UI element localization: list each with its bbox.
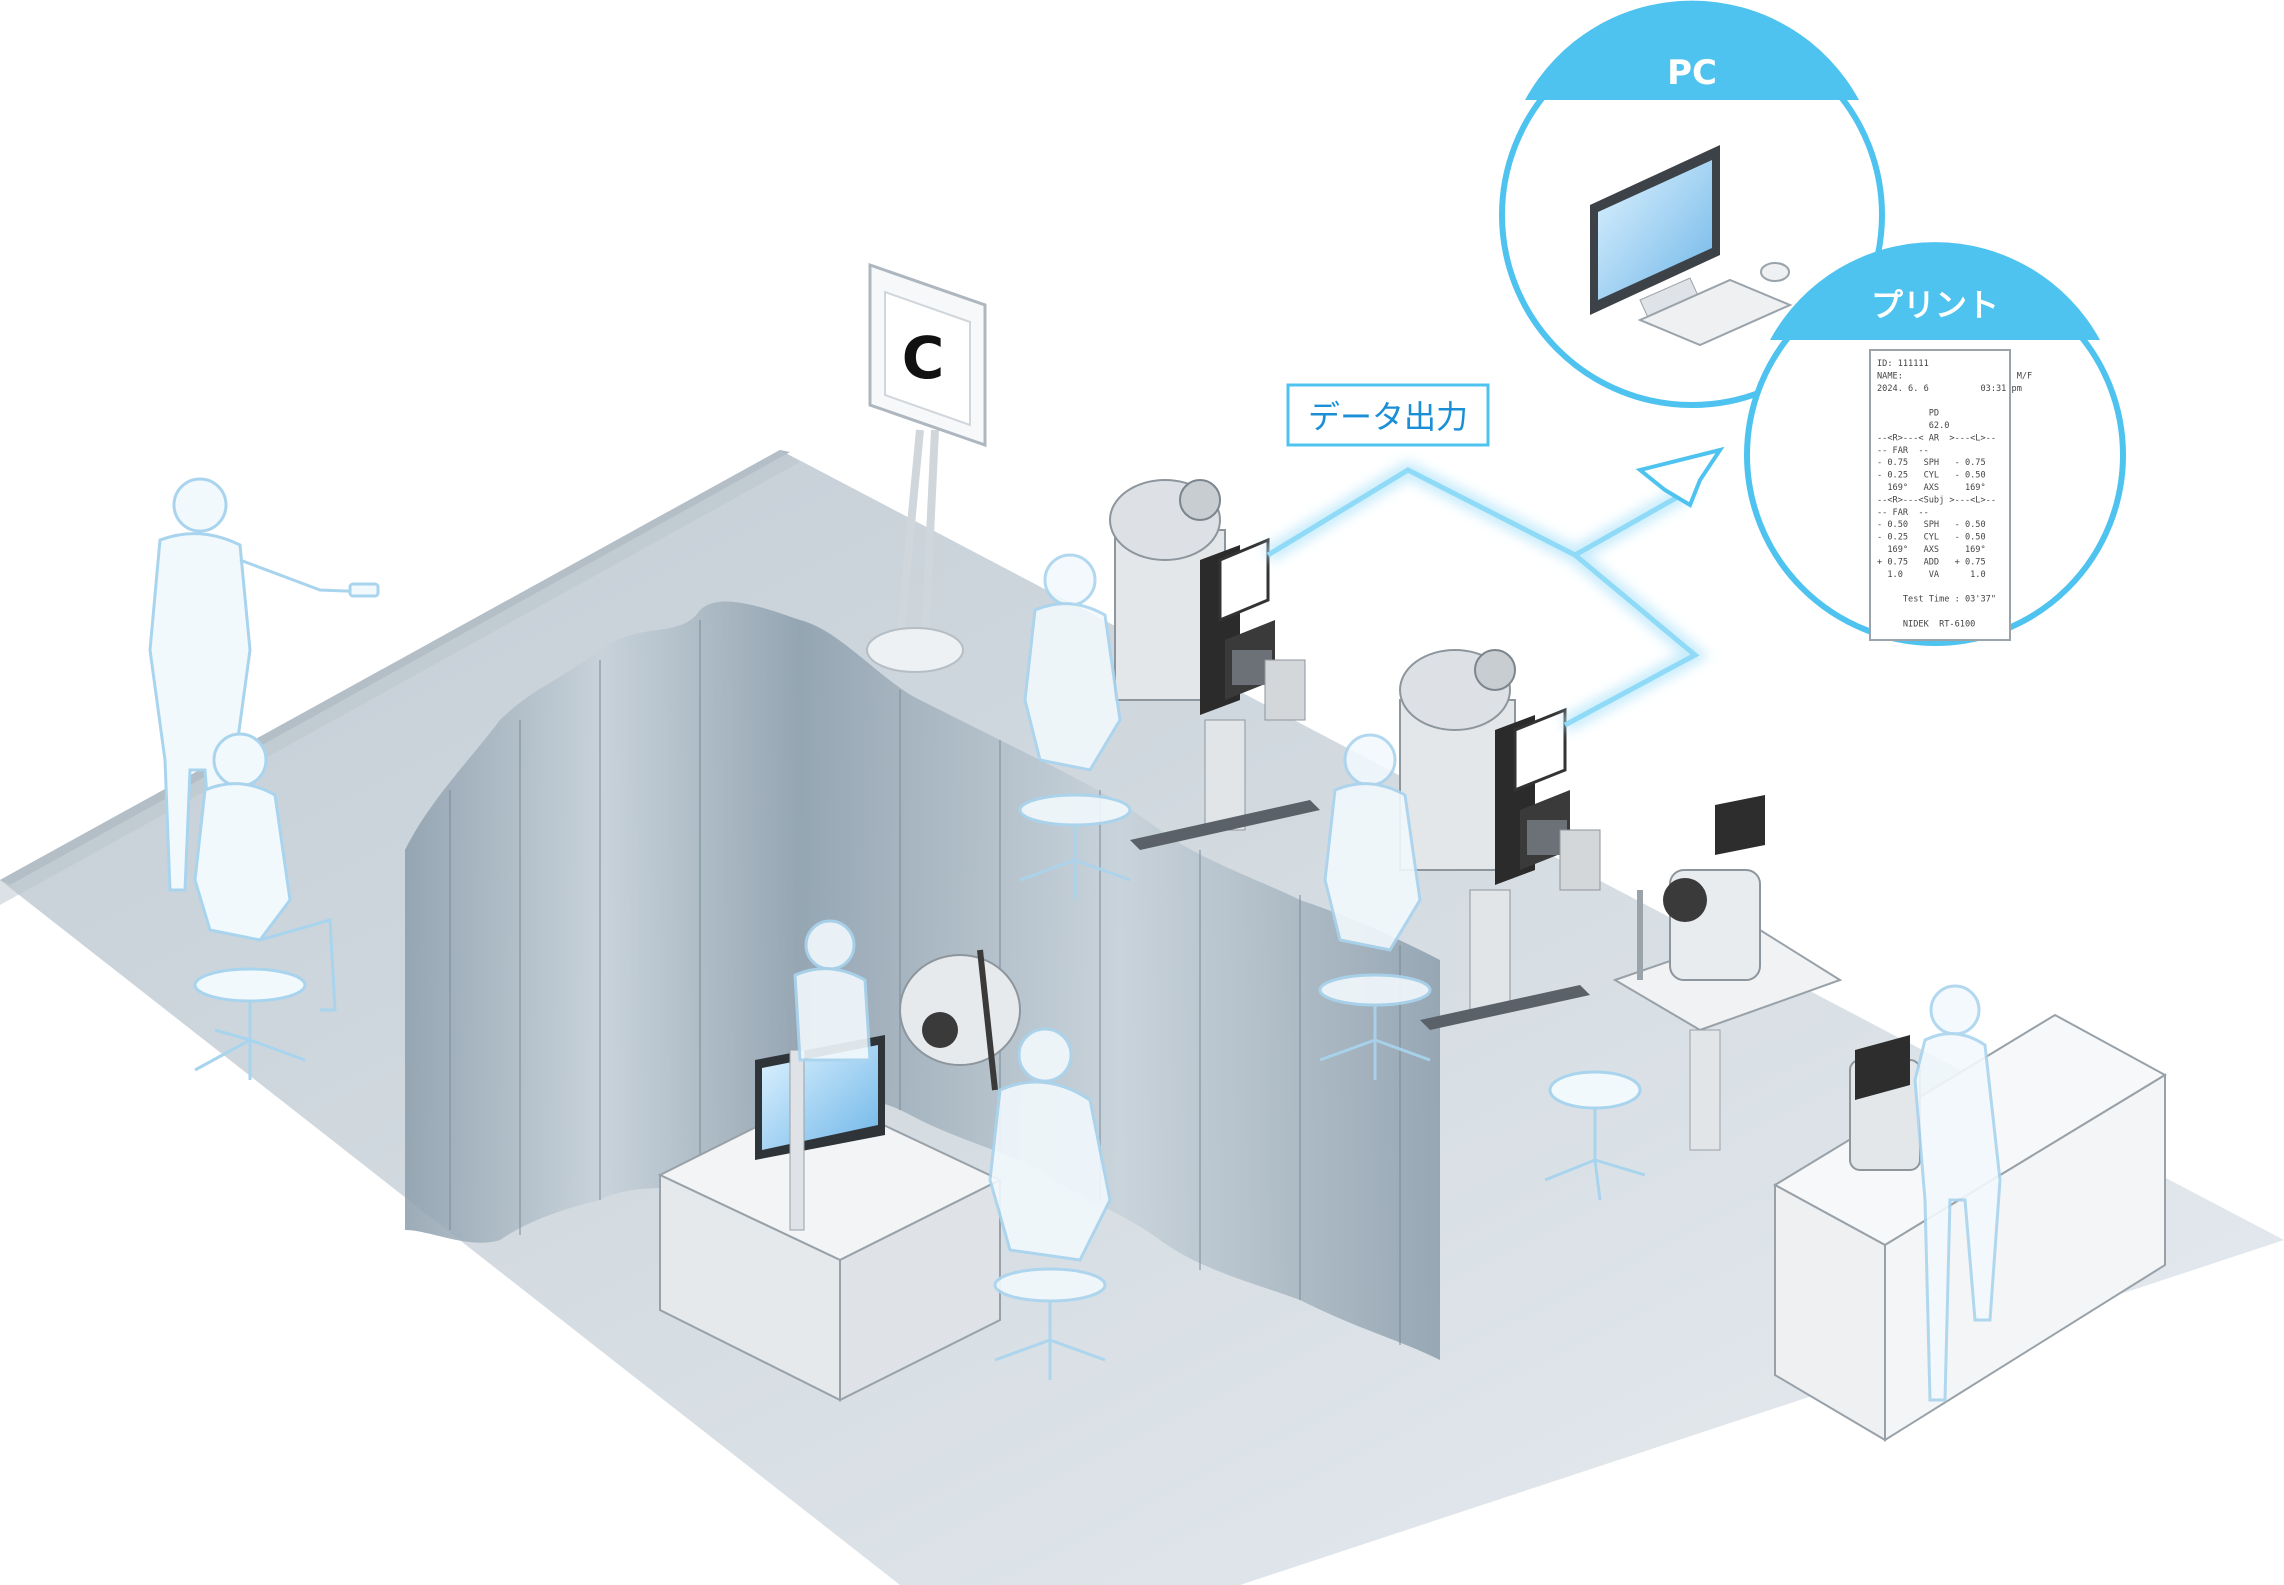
pc-icon [1590, 145, 1793, 347]
pc-badge: PC [1667, 53, 1717, 93]
print-badge: プリント [1871, 286, 1999, 324]
receipt-line: ID: 111111 [1877, 359, 1929, 369]
receipt-line: Test Time : 03'37" [1877, 595, 1996, 605]
receipt-line: 169° AXS 169° [1877, 545, 1986, 555]
stool [1544, 1070, 1646, 1201]
seated-patient-figure [193, 732, 337, 1080]
oct-patient-figure [988, 1027, 1112, 1380]
data-output-label: データ出力 [1308, 398, 1468, 436]
receipt-line: - 0.50 SPH - 0.50 [1877, 520, 1986, 530]
data-output-label-box [1286, 383, 1490, 447]
autorefractometer-table [1612, 795, 1843, 1151]
receipt-line: --<R>---<Subj >---<L>-- [1877, 495, 1996, 505]
receipt-line: - 0.25 CYL - 0.50 [1877, 533, 1986, 543]
pc-callout [1499, 0, 1885, 408]
receipt-line: --<R>---< AR >---<L>-- [1877, 433, 1996, 443]
receipt-line: - 0.25 CYL - 0.50 [1877, 471, 1986, 481]
print-callout [1744, 242, 2126, 646]
receipt-line: 1.0 VA 1.0 [1877, 570, 1986, 580]
eye-chart-stand [866, 262, 987, 673]
eye-chart-symbol: C [902, 324, 945, 392]
receipt-line: - 0.75 SPH - 0.75 [1877, 458, 1986, 468]
receipt-line: + 0.75 ADD + 0.75 [1877, 557, 1986, 567]
refraction-patient-2 [1318, 733, 1432, 1080]
oct-operator-figure [793, 919, 872, 1062]
refraction-system-1 [1109, 479, 1320, 850]
receipt-line: 169° AXS 169° [1877, 483, 1986, 493]
receipt-line: NAME: M/F [1877, 371, 2032, 381]
receipt-line: 2024. 6. 6 03:31 pm [1877, 384, 2022, 394]
receipt-line: NIDEK RT-6100 [1877, 619, 1975, 629]
receipt-line: -- FAR -- [1877, 508, 1929, 518]
partition-curtain [405, 601, 1440, 1360]
refraction-system-2 [1399, 649, 1601, 1030]
receipt-icon [1869, 349, 2011, 641]
refraction-patient-1 [1018, 553, 1132, 900]
receipt-line: PD [1877, 409, 1939, 419]
back-wall [0, 450, 800, 905]
receipt-line: 62.0 [1877, 421, 1949, 431]
data-arrow-head [1635, 446, 1725, 508]
staff-figure [1913, 984, 2002, 1402]
oct-workstation [657, 949, 1021, 1402]
receipt-line: -- FAR -- [1877, 446, 1929, 456]
data-flow-lines [1263, 446, 1725, 733]
